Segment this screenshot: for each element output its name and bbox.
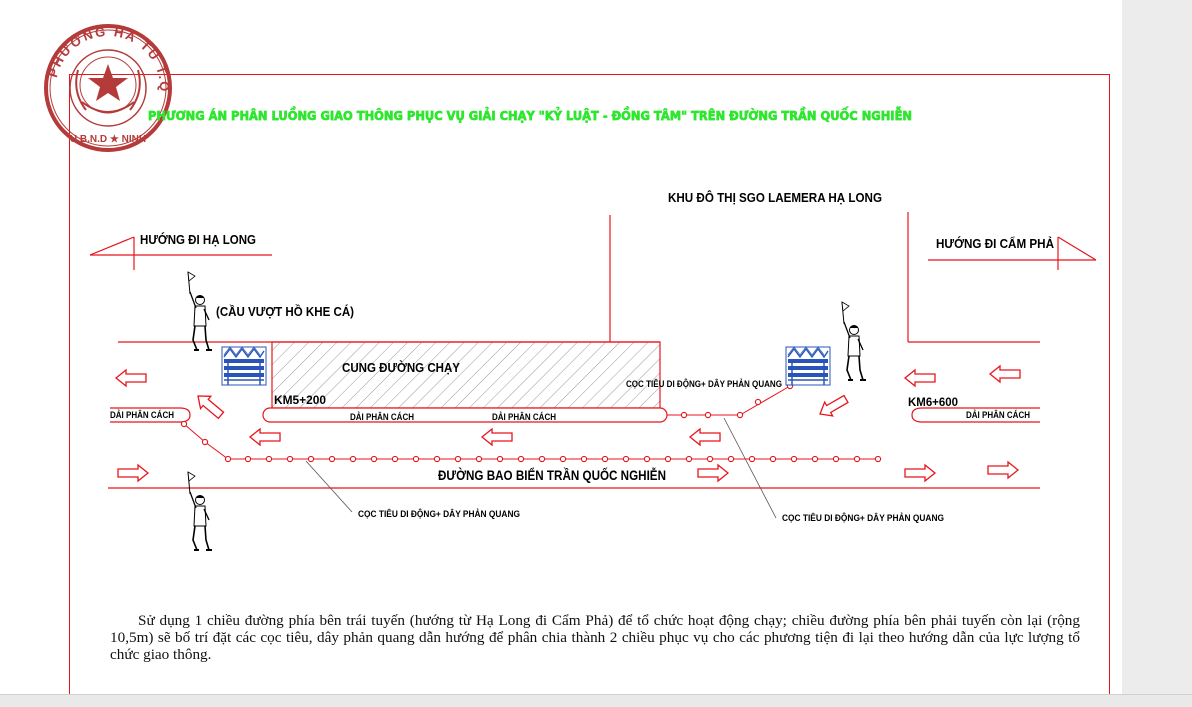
traffic-cone bbox=[748, 455, 756, 463]
traffic-cone bbox=[349, 455, 357, 463]
label-to-ha-long: HƯỚNG ĐI HẠ LONG bbox=[140, 232, 256, 247]
label-median-right: DẢI PHÂN CÁCH bbox=[966, 409, 1030, 420]
road-barrier-left bbox=[221, 346, 267, 386]
traffic-cone bbox=[454, 455, 462, 463]
traffic-cone bbox=[769, 455, 777, 463]
race-section-area bbox=[271, 341, 661, 409]
traffic-cone bbox=[643, 455, 651, 463]
traffic-cone bbox=[265, 455, 273, 463]
median-center bbox=[262, 407, 668, 423]
cone-line-top bbox=[667, 385, 791, 416]
description-paragraph: Sử dụng 1 chiều đường phía bên trái tuyế… bbox=[110, 612, 1080, 663]
traffic-cone bbox=[496, 455, 504, 463]
callout-cones-left bbox=[305, 460, 353, 513]
traffic-cone bbox=[559, 455, 567, 463]
traffic-cone bbox=[622, 455, 630, 463]
traffic-cone bbox=[790, 455, 798, 463]
diagram-title: PHƯƠNG ÁN PHÂN LUỒNG GIAO THÔNG PHỤC VỤ … bbox=[148, 106, 912, 123]
label-cones-bottom-right: CỌC TIÊU DI ĐỘNG+ DÂY PHẢN QUANG bbox=[782, 512, 944, 523]
viewer-sidebar bbox=[1122, 0, 1192, 706]
traffic-cone bbox=[286, 455, 294, 463]
traffic-cone bbox=[224, 455, 232, 463]
traffic-cone bbox=[704, 411, 712, 419]
callout-cones-right bbox=[723, 417, 777, 519]
traffic-cone bbox=[853, 455, 861, 463]
traffic-cone bbox=[874, 455, 882, 463]
viewer-bottom-bar bbox=[0, 694, 1192, 707]
label-median-left: DẢI PHÂN CÁCH bbox=[110, 409, 174, 420]
traffic-cone bbox=[433, 455, 441, 463]
svg-text:U.B.N.D ★ NINH: U.B.N.D ★ NINH bbox=[70, 134, 146, 145]
traffic-cone bbox=[754, 398, 762, 406]
cone-line-main bbox=[183, 423, 880, 460]
direction-sign-cam-pha bbox=[928, 236, 1097, 270]
label-urban-area: KHU ĐÔ THỊ SGO LAEMERA HẠ LONG bbox=[668, 190, 882, 205]
traffic-cone bbox=[391, 455, 399, 463]
traffic-cone bbox=[811, 455, 819, 463]
traffic-cone bbox=[680, 411, 688, 419]
traffic-cone bbox=[601, 455, 609, 463]
race-section-label: CUNG ĐƯỜNG CHẠY bbox=[342, 360, 460, 375]
traffic-cone bbox=[580, 455, 588, 463]
traffic-cone bbox=[832, 455, 840, 463]
traffic-cone bbox=[307, 455, 315, 463]
median-right bbox=[911, 407, 1040, 423]
traffic-cone bbox=[244, 455, 252, 463]
label-km-end: KM6+600 bbox=[908, 395, 958, 409]
traffic-cone bbox=[412, 455, 420, 463]
traffic-cone bbox=[538, 455, 546, 463]
traffic-diagram: PHƯỜNG HÀ TU T.QUẢNG U.B.N.D ★ NINH PHƯƠ… bbox=[0, 0, 1110, 694]
traffic-cone bbox=[736, 411, 744, 419]
traffic-cone bbox=[328, 455, 336, 463]
traffic-cone bbox=[475, 455, 483, 463]
flagman-left-bottom bbox=[187, 471, 213, 551]
flagman-left-top bbox=[187, 271, 213, 351]
label-to-cam-pha: HƯỚNG ĐI CẨM PHẢ bbox=[936, 236, 1055, 251]
flagman-right bbox=[841, 301, 867, 381]
traffic-cone bbox=[685, 455, 693, 463]
label-road-name: ĐƯỜNG BAO BIỂN TRẦN QUỐC NGHIỄN bbox=[438, 466, 666, 483]
road-barrier-right bbox=[785, 346, 831, 386]
label-cones-top: CỌC TIÊU DI ĐỘNG+ DÂY PHẢN QUANG bbox=[626, 378, 782, 389]
direction-sign-ha-long bbox=[89, 236, 272, 270]
label-overpass: (CẦU VƯỢT HỒ KHE CÁ) bbox=[216, 304, 354, 319]
label-cones-bottom-left: CỌC TIÊU DI ĐỘNG+ DÂY PHẢN QUANG bbox=[358, 508, 520, 519]
traffic-cone bbox=[727, 455, 735, 463]
label-km-start: KM5+200 bbox=[274, 393, 326, 407]
traffic-cone bbox=[201, 438, 209, 446]
page-frame bbox=[69, 74, 1110, 694]
traffic-cone bbox=[517, 455, 525, 463]
label-median-mid-2: DẢI PHÂN CÁCH bbox=[492, 411, 556, 422]
label-median-mid-1: DẢI PHÂN CÁCH bbox=[350, 411, 414, 422]
traffic-cone bbox=[706, 455, 714, 463]
svg-text:PHƯỜNG HÀ TU T.QUẢNG: PHƯỜNG HÀ TU T.QUẢNG bbox=[0, 0, 172, 93]
traffic-cone bbox=[370, 455, 378, 463]
traffic-cone bbox=[664, 455, 672, 463]
traffic-cone bbox=[180, 420, 188, 428]
